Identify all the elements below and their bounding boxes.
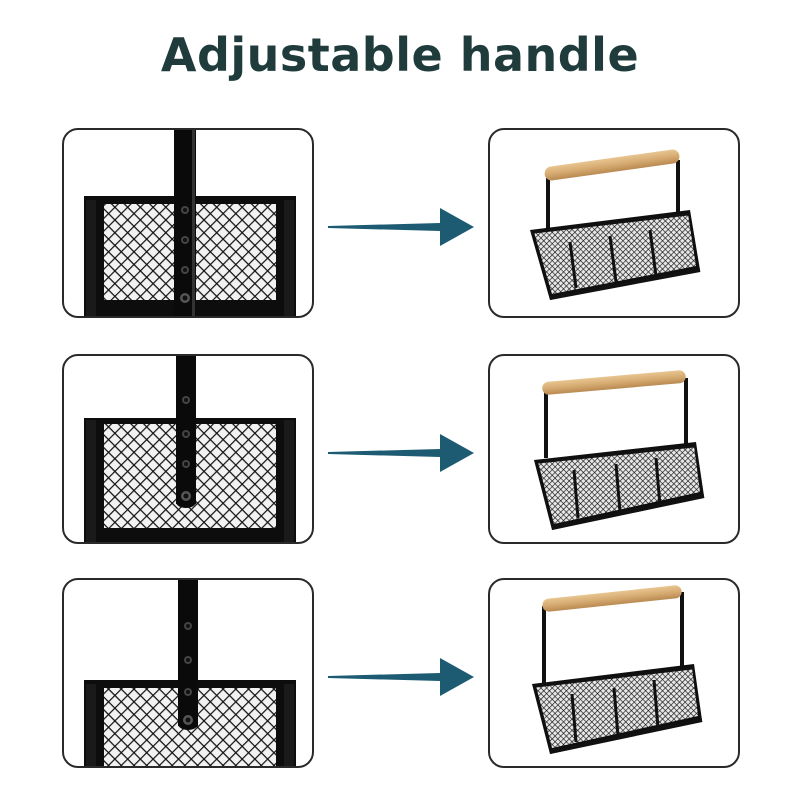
closeup-panel xyxy=(62,354,314,544)
basket-panel xyxy=(488,128,740,318)
basket-panel xyxy=(488,354,740,544)
right-arrow-icon xyxy=(328,208,474,246)
basket-image xyxy=(534,370,705,530)
handle-closeup-image xyxy=(84,580,296,766)
page-title: Adjustable handle xyxy=(160,28,640,82)
handle-closeup-image xyxy=(84,356,296,542)
right-arrow-icon xyxy=(328,434,474,472)
closeup-panel xyxy=(62,578,314,768)
basket-panel xyxy=(488,578,740,768)
row-middle-position xyxy=(0,354,800,550)
handle-closeup-image xyxy=(84,130,296,316)
row-low-position xyxy=(0,578,800,774)
basket-image xyxy=(530,149,701,300)
basket-image xyxy=(532,585,703,754)
right-arrow-icon xyxy=(328,658,474,696)
row-high-position xyxy=(0,128,800,324)
closeup-panel xyxy=(62,128,314,318)
